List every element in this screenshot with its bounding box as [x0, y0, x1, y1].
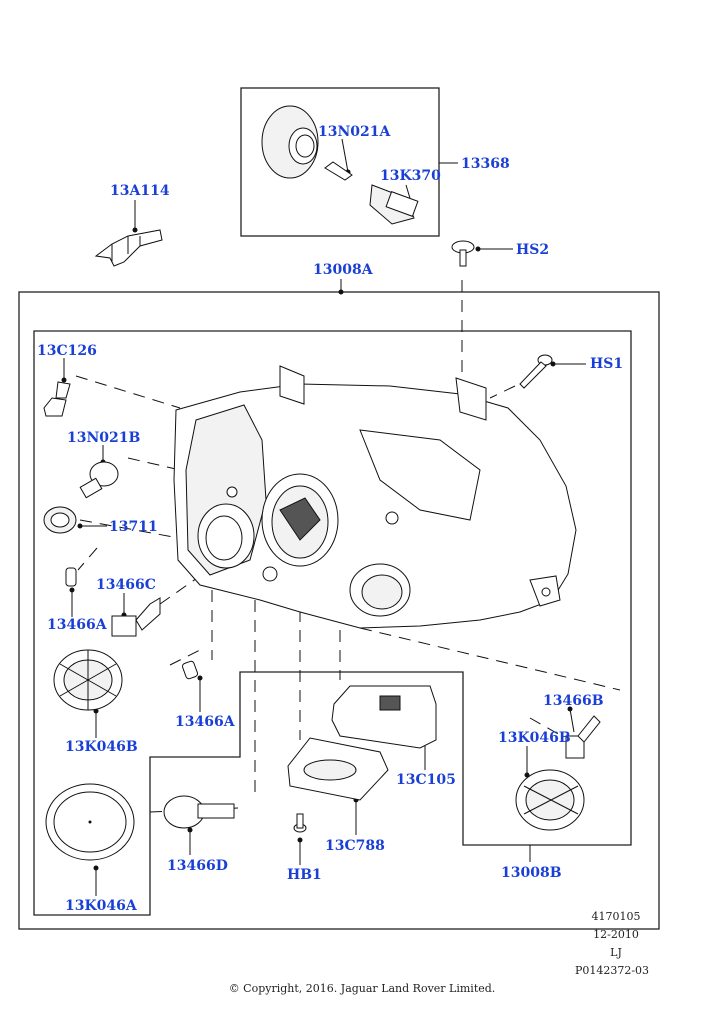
bulb-13466C: [111, 597, 161, 637]
label-13K046B-right: 13K046B: [498, 730, 571, 746]
copyright-notice: © Copyright, 2016. Jaguar Land Rover Lim…: [228, 982, 496, 995]
bulb-13C126: [43, 381, 71, 417]
leader-lines: [63, 138, 586, 896]
screw-HB1: [293, 813, 307, 833]
bulb-13466A-center: [181, 660, 199, 680]
label-13K046A: 13K046A: [65, 898, 137, 914]
ballast-13C105: [331, 685, 437, 749]
label-13466A-left: 13466A: [47, 617, 107, 633]
bulb-13466B: [565, 715, 601, 759]
cover-13K046B-right: [515, 769, 585, 831]
bulb-13N021B: [79, 461, 119, 499]
meta-code: 4170105: [591, 910, 641, 923]
label-HS1: HS1: [590, 356, 624, 372]
frame-13368-box: [240, 87, 440, 237]
meta-date: 12-2010: [593, 928, 639, 941]
cover-13K046A: [45, 783, 135, 861]
meta-ref: P0142372-03: [574, 964, 650, 977]
label-13C105: 13C105: [396, 772, 456, 788]
cover-plate-13C788: [287, 737, 389, 801]
bulb-holder-assembly-13368: [261, 105, 419, 225]
label-13466B: 13466B: [543, 693, 604, 709]
clip-13A114: [94, 229, 163, 267]
label-13711: 13711: [109, 519, 158, 535]
label-13008B: 13008B: [501, 865, 562, 881]
label-13466A-center: 13466A: [175, 714, 235, 730]
label-13466D: 13466D: [167, 858, 228, 874]
label-HS2: HS2: [516, 242, 550, 258]
label-13A114: 13A114: [110, 183, 170, 199]
meta-author: LJ: [610, 946, 622, 959]
label-13C126: 13C126: [37, 343, 97, 359]
cover-13K046B-left: [53, 649, 123, 711]
label-13N021B: 13N021B: [67, 430, 141, 446]
bulb-13466D: [163, 795, 235, 829]
label-13N021A: 13N021A: [318, 124, 391, 140]
socket-13711: [43, 506, 77, 534]
label-13K370: 13K370: [380, 168, 441, 184]
frame-inner-assembly: [33, 330, 632, 916]
label-13008A: 13008A: [313, 262, 373, 278]
label-13C788: 13C788: [325, 838, 385, 854]
label-HB1: HB1: [287, 867, 322, 883]
screw-HS1: [519, 354, 553, 389]
screw-HS2: [451, 240, 475, 267]
label-13368: 13368: [461, 156, 510, 172]
bulb-13466A-left: [65, 567, 77, 587]
label-13K046B-left: 13K046B: [65, 739, 138, 755]
label-13466C: 13466C: [96, 577, 156, 593]
headlamp-housing: [173, 365, 577, 629]
